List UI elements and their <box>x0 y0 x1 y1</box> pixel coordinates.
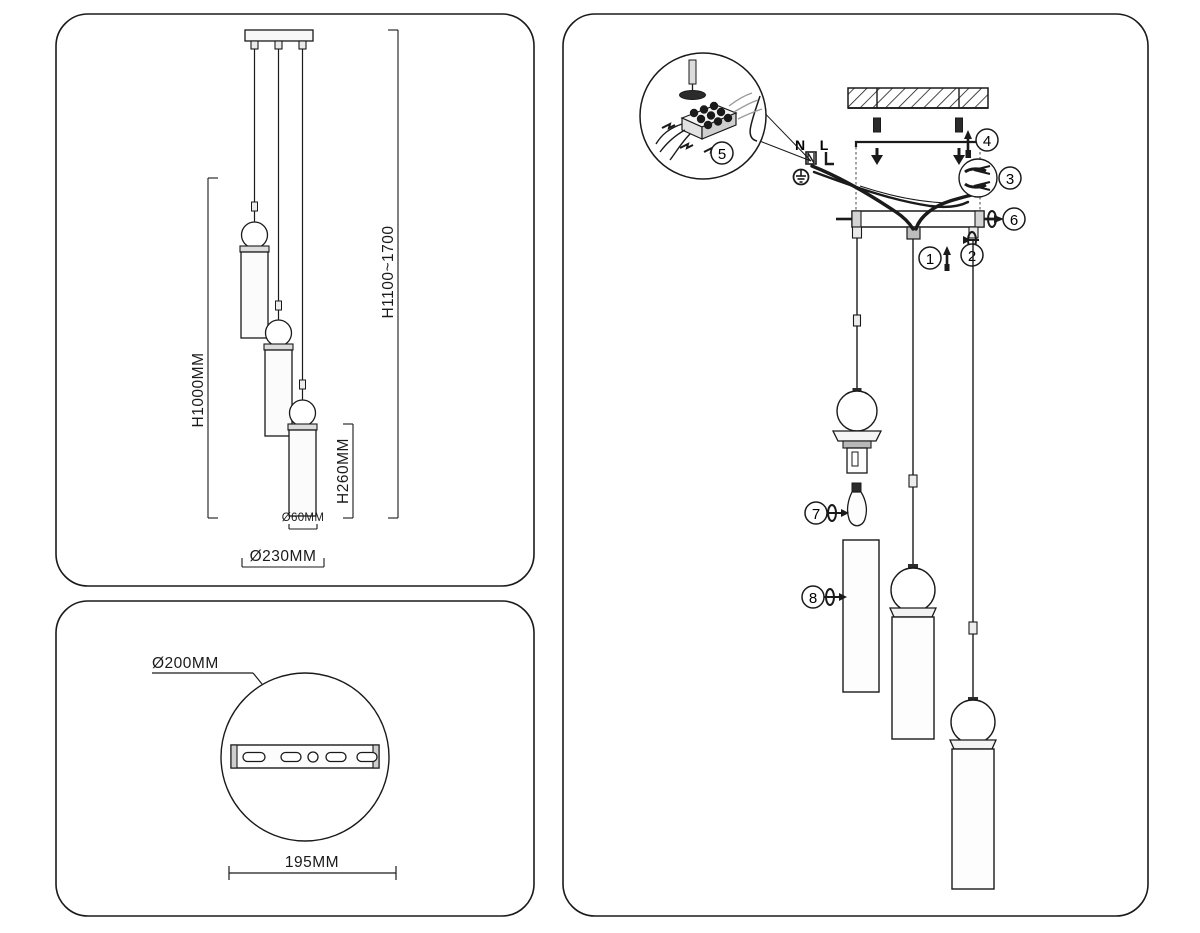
callout-2-group: 2 <box>960 231 984 267</box>
callout-circle-8 <box>801 585 825 609</box>
pendant-front-1 <box>239 49 270 339</box>
canopy-bar <box>244 29 314 50</box>
dimension-label-d200: Ø200MM <box>152 655 219 672</box>
callout-1-group: 1 <box>918 246 951 271</box>
wire-label-neutral: N <box>795 137 805 153</box>
dimension-d60: Ø60MM <box>282 512 324 530</box>
pendant-glass-ball-2 <box>890 567 936 613</box>
dimension-label-195: 195MM <box>285 854 339 871</box>
callout-label-7: 7 <box>812 506 820 523</box>
wiring-harness: N L <box>792 137 977 231</box>
callout-label-1: 1 <box>926 251 934 268</box>
connector-detail-bubble <box>958 158 998 198</box>
dimension-label-d230: Ø230MM <box>250 548 317 565</box>
ceiling-slab <box>847 87 989 133</box>
earth-symbol <box>792 168 810 186</box>
bulb-7 <box>846 482 868 527</box>
dimension-h260: H260MM <box>335 423 354 519</box>
dimension-label-h1100-1700: H1100~1700 <box>380 225 397 318</box>
callout-circle-3 <box>998 166 1022 190</box>
screw-arrow-left <box>871 148 883 165</box>
callout-label-5: 5 <box>718 146 726 163</box>
assembly-instruction-panel: N L <box>562 13 1149 917</box>
dimension-label-h1000: H1000MM <box>190 353 207 428</box>
pendant-front-3 <box>287 49 318 517</box>
callout-label-6: 6 <box>1010 212 1018 229</box>
callout-circle-6 <box>1002 207 1026 231</box>
callout-label-4: 4 <box>983 133 991 150</box>
pendant-shade-1 <box>842 539 880 693</box>
callout-circle-4 <box>975 128 999 152</box>
callout-label-8: 8 <box>809 590 817 607</box>
callout-circle-7 <box>804 501 828 525</box>
pendant-shade-3 <box>951 748 995 890</box>
mounting-bracket <box>230 744 380 769</box>
canopy-body <box>836 210 998 240</box>
dimension-h1000: H1000MM <box>190 177 218 519</box>
assembly-pendant-2 <box>888 239 938 740</box>
wire-label-live: L <box>820 137 829 153</box>
screw-arrow-right <box>953 148 965 165</box>
callout-4-group: 4 <box>964 128 999 158</box>
pendant-glass-ball-3 <box>950 699 996 745</box>
callout-circle-1 <box>918 246 942 270</box>
dimension-d230: Ø230MM <box>241 548 325 568</box>
callout-bubble-detail-5: 5 <box>639 52 812 180</box>
callout-label-3: 3 <box>1006 171 1014 188</box>
dimension-195: 195MM <box>228 854 397 880</box>
assembly-pendant-1 <box>831 238 883 693</box>
dimension-label-h260: H260MM <box>335 438 352 504</box>
dimension-label-d60: Ø60MM <box>282 512 324 524</box>
pendant-shade-2 <box>891 616 935 740</box>
pendant-glass-ball-1 <box>836 390 878 432</box>
canopy-plan-panel: Ø200MM 195MM <box>55 600 535 917</box>
dimension-h1100-1700: H1100~1700 <box>380 29 399 519</box>
canopy-circle <box>220 672 390 842</box>
callout-6-group: 6 <box>986 207 1026 231</box>
front-elevation-panel: H1000MM H1100~1700 H260MM Ø60MM <box>55 13 535 587</box>
callout-7-group: 7 <box>804 501 849 525</box>
callout-8-group: 8 <box>801 585 847 609</box>
callout-circle-5 <box>710 141 734 165</box>
callout-circle-2 <box>960 243 984 267</box>
callout-3-group: 3 <box>958 158 1022 198</box>
dimension-d200: Ø200MM <box>152 655 263 685</box>
assembly-pendant-3 <box>948 239 998 890</box>
callout-label-2: 2 <box>968 248 976 265</box>
pendant-front-2 <box>263 49 294 437</box>
